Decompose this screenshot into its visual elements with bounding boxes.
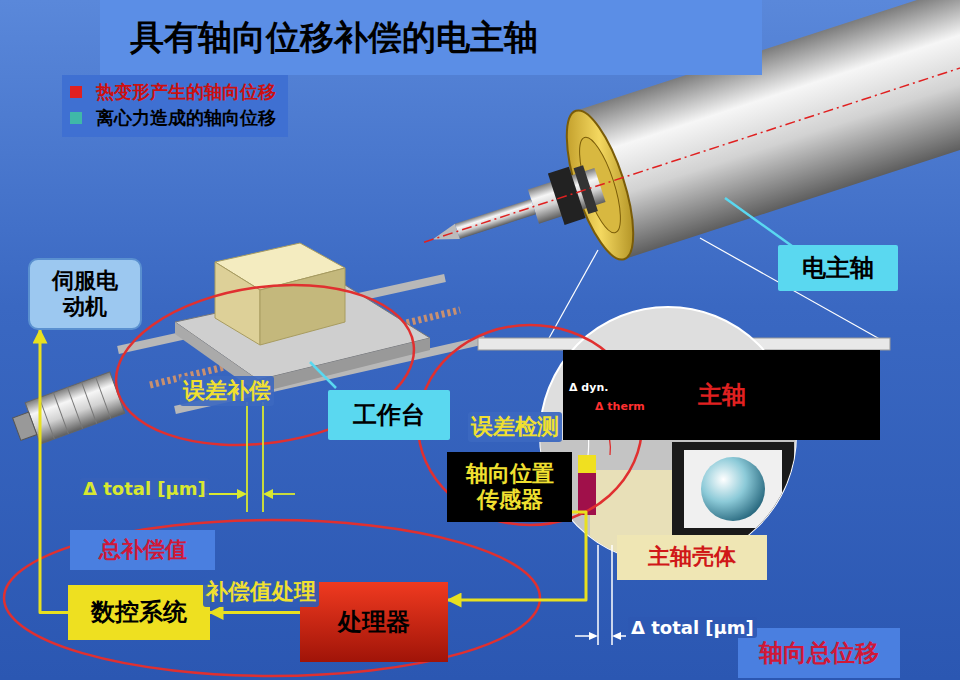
legend-row: 离心力造成的轴向位移 — [70, 105, 276, 131]
motor-drawing — [9, 372, 125, 450]
title-bar: 具有轴向位移补偿的电主轴 — [100, 0, 762, 75]
node-text: 总补偿值 — [99, 537, 187, 563]
node-text: 主轴 — [698, 381, 746, 410]
value-box: 轴向总位移 — [738, 628, 900, 678]
annotation-label: Δ total [μm] — [628, 617, 757, 638]
node-text: 伺服电动机 — [49, 268, 122, 321]
signal-connector — [40, 330, 68, 613]
leader-line — [725, 198, 792, 246]
legend-text: 热变形产生的轴向位移 — [96, 80, 276, 104]
annotation-label: 误差检测 — [468, 412, 562, 442]
legend-swatch — [70, 86, 82, 98]
annotation-label: 补偿值处理 — [203, 577, 319, 607]
process-box: 处理器 — [300, 582, 448, 662]
process-box: 数控系统 — [68, 585, 210, 640]
annotation-label: Δ total [μm] — [80, 478, 209, 499]
housing-box: 主轴壳体 — [617, 535, 767, 580]
callout-box: 电主轴 — [778, 245, 898, 291]
node-text: 工作台 — [353, 401, 425, 430]
worktable-drawing — [118, 243, 485, 410]
node-text: 轴向总位移 — [759, 639, 879, 668]
annotation-label: Δ dyn. — [566, 381, 611, 394]
sensor-box: 轴向位置传感器 — [447, 452, 572, 522]
signal-connector — [210, 611, 300, 614]
region-ellipse — [4, 520, 540, 676]
annotation-label: Δ therm — [592, 400, 648, 413]
signal-connector — [448, 512, 586, 600]
node-text: 轴向位置传感器 — [462, 461, 557, 514]
node-text: 数控系统 — [91, 598, 187, 627]
legend-swatch — [70, 112, 82, 124]
legend-row: 热变形产生的轴向位移 — [70, 79, 276, 105]
legend-text: 离心力造成的轴向位移 — [96, 106, 276, 130]
callout-box: 工作台 — [328, 390, 450, 440]
legend-box: 热变形产生的轴向位移离心力造成的轴向位移 — [62, 75, 288, 137]
callout-box: 伺服电动机 — [28, 258, 142, 330]
node-text: 电主轴 — [802, 254, 874, 283]
dimension-mark — [205, 402, 295, 512]
spindle-section: 主轴 — [563, 350, 880, 440]
node-text: 主轴壳体 — [648, 544, 736, 570]
value-box: 总补偿值 — [70, 530, 215, 570]
node-text: 处理器 — [338, 608, 410, 637]
annotation-label: 误差补偿 — [180, 376, 274, 406]
title-text: 具有轴向位移补偿的电主轴 — [130, 17, 538, 58]
